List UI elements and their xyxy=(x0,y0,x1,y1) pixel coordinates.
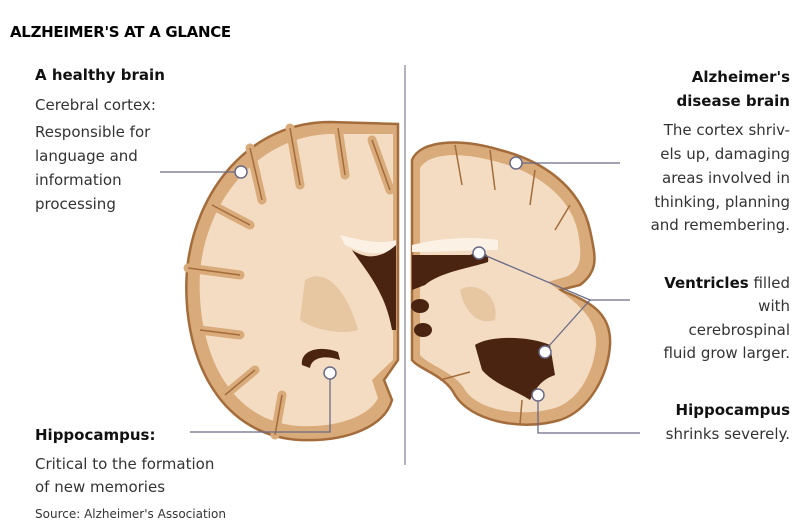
healthy-hippocampus-marker xyxy=(323,366,337,380)
ventricles-desc-line: fluid grow larger. xyxy=(663,344,790,362)
alz-ventricle-marker-1 xyxy=(472,246,486,260)
ventricles-desc-line: with xyxy=(758,297,790,315)
alz-heading-line: disease brain xyxy=(676,92,790,110)
alz-cortex-desc-line: els up, damaging xyxy=(660,145,790,163)
alz-cortex-desc-line: thinking, planning xyxy=(654,193,790,211)
alz-cortex-desc-line: and remembering. xyxy=(650,216,790,234)
alz-ventricle-marker-2 xyxy=(538,345,552,359)
ventricles-desc-line: filled xyxy=(748,274,790,292)
ventricles-heading: Ventricles filled xyxy=(664,271,790,295)
healthy-heading: A healthy brain xyxy=(35,66,165,84)
hippocampus-label: Hippocampus: xyxy=(35,426,156,444)
ventricles-desc-line: cerebrospinal xyxy=(688,321,790,339)
hippocampus-desc-line: Critical to the formation xyxy=(35,455,215,473)
cortex-desc-line: language and xyxy=(35,147,138,165)
cortex-label: Cerebral cortex: xyxy=(35,96,156,114)
cortex-desc-line: processing xyxy=(35,195,116,213)
ventricles-label: Ventricles xyxy=(664,274,749,292)
healthy-cortex-marker xyxy=(234,165,248,179)
cortex-desc-line: information xyxy=(35,171,122,189)
alz-hippocampus-desc: shrinks severely. xyxy=(665,425,790,443)
title: ALZHEIMER'S AT A GLANCE xyxy=(10,23,231,41)
hippocampus-desc-line: of new memories xyxy=(35,478,166,496)
alz-heading-line: Alzheimer's xyxy=(691,68,790,86)
alzheimers-brain-illustration xyxy=(410,141,612,426)
alz-cortex-desc-line: areas involved in xyxy=(662,169,790,187)
leader-lines xyxy=(160,162,640,434)
cortex-desc-line: Responsible for xyxy=(35,123,151,141)
alz-cortex-desc-line: The cortex shriv- xyxy=(663,121,790,139)
alz-cortex-marker xyxy=(509,156,523,170)
healthy-brain-illustration xyxy=(183,120,400,442)
source-note: Source: Alzheimer's Association xyxy=(35,507,226,521)
alz-hippocampus-marker xyxy=(531,388,545,402)
alz-hippocampus-label: Hippocampus xyxy=(675,401,790,419)
